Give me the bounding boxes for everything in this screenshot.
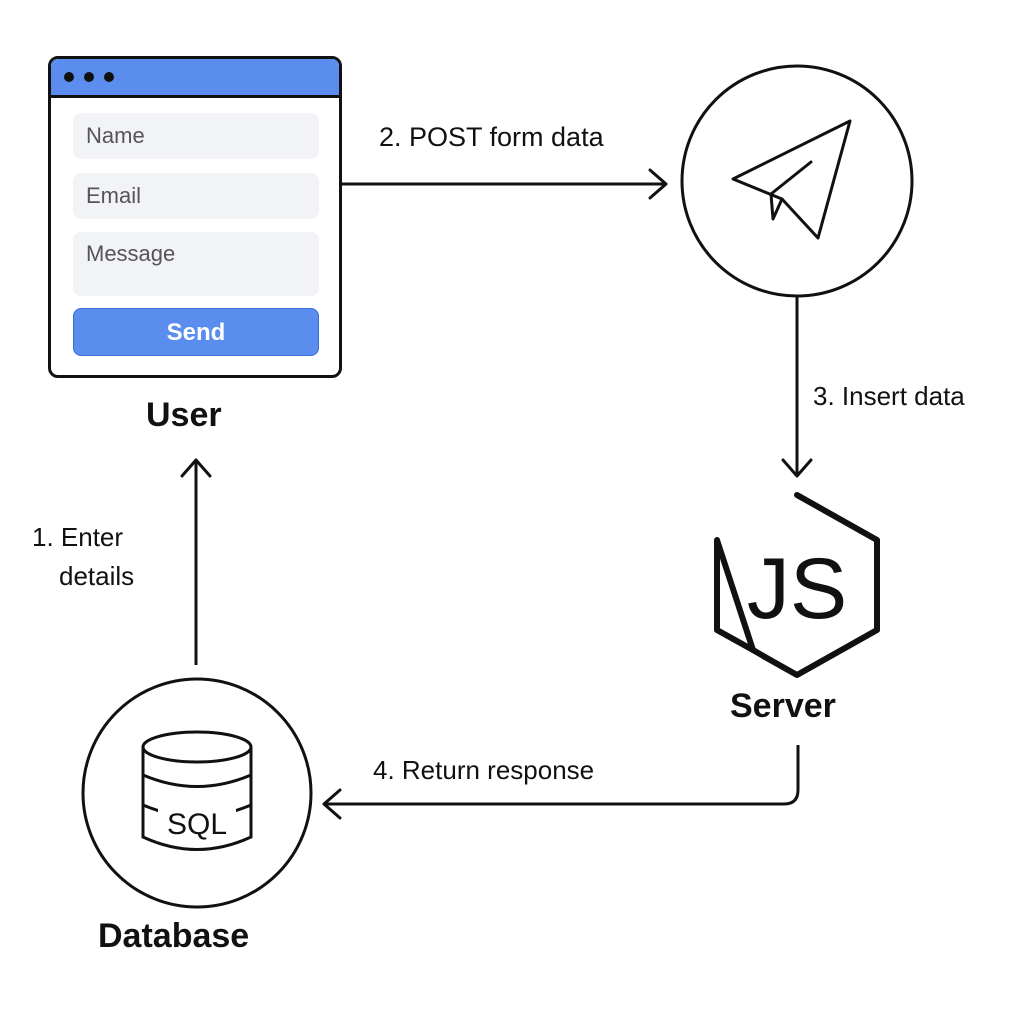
- database-logo-text: SQL: [167, 808, 227, 841]
- server-logo-text: JS: [747, 541, 847, 637]
- window-dot-icon: [84, 72, 94, 82]
- nodejs-icon: [714, 492, 880, 678]
- server-label: Server: [730, 687, 836, 725]
- edge-label-line: details: [59, 561, 135, 591]
- edge-label-enter-details: 1. Enter details: [32, 522, 134, 592]
- window-dot-icon: [64, 72, 74, 82]
- arrow-insert-data: [781, 297, 813, 478]
- arrow-return-response: [322, 745, 800, 820]
- window-titlebar: [51, 59, 339, 98]
- edge-label-insert-data: 3. Insert data: [813, 381, 965, 411]
- arrow-post-form-data: [342, 168, 668, 200]
- database-label: Database: [98, 917, 250, 955]
- name-field[interactable]: Name: [73, 113, 319, 159]
- email-field[interactable]: Email: [73, 173, 319, 219]
- database-icon: [141, 730, 253, 851]
- edge-label-post-form-data: 2. POST form data: [379, 122, 604, 152]
- telegram-node: [680, 64, 914, 298]
- arrow-enter-details: [180, 458, 212, 665]
- edge-label-return-response: 4. Return response: [373, 755, 595, 785]
- send-button[interactable]: Send: [73, 308, 319, 356]
- contact-form-window: Name Email Message Send: [48, 56, 342, 378]
- database-node: SQL: [81, 677, 313, 909]
- paper-plane-icon: [731, 119, 852, 240]
- edge-label-line: 1. Enter: [32, 522, 124, 552]
- user-label: User: [146, 396, 222, 434]
- message-field[interactable]: Message: [73, 232, 319, 296]
- server-node: JS: [714, 492, 880, 678]
- window-dot-icon: [104, 72, 114, 82]
